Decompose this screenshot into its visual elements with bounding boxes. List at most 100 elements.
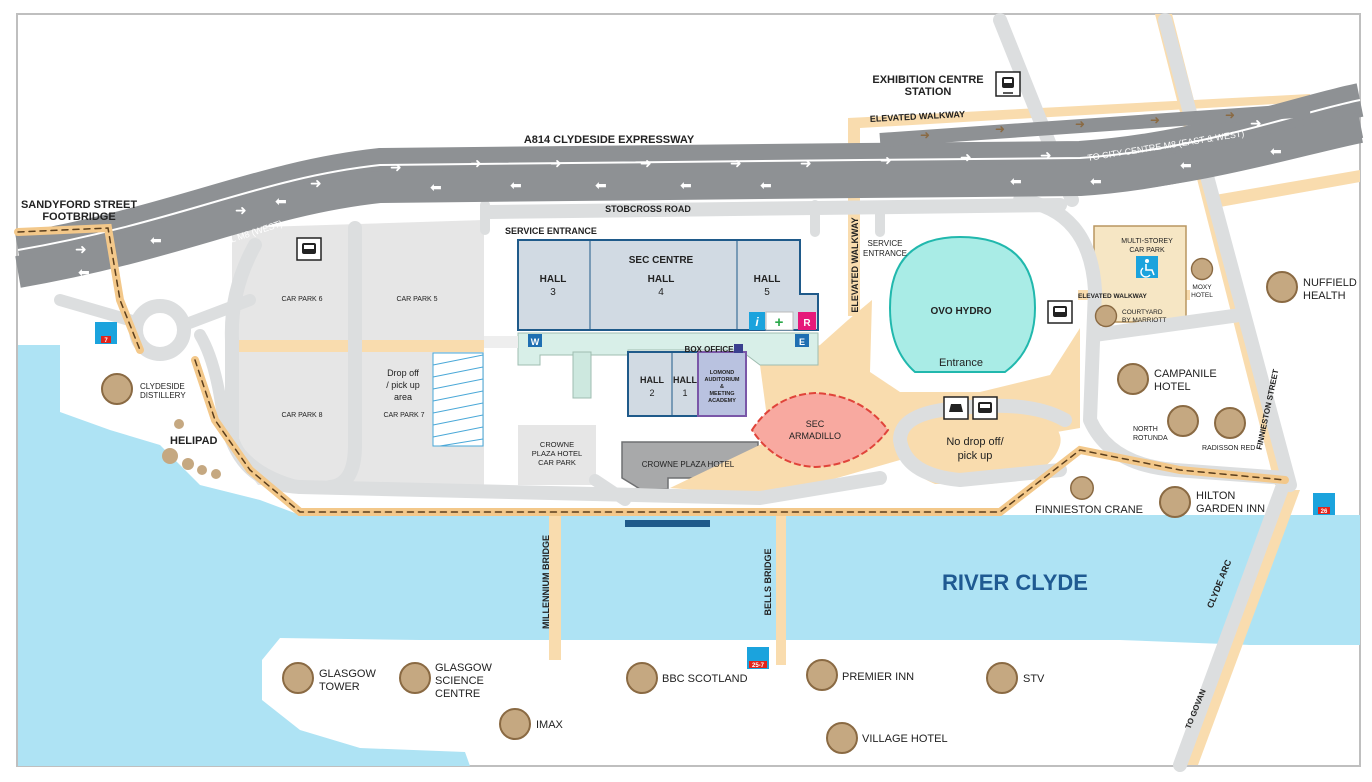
- drop-off-hatching: [432, 354, 484, 447]
- svg-text:MEETING: MEETING: [709, 391, 734, 397]
- sign-r: R: [803, 318, 811, 329]
- landmark-icon-village-hotel: [826, 722, 858, 754]
- svg-text:1: 1: [682, 388, 687, 398]
- landmark-icon-imax: [499, 708, 531, 740]
- box-office-label: BOX OFFICE: [685, 345, 735, 354]
- svg-text:➜: ➜: [1250, 116, 1262, 132]
- walkway-arrows: ➜➜➜➜➜: [920, 108, 1235, 142]
- svg-text:ROTUNDA: ROTUNDA: [1133, 435, 1168, 442]
- bike-hire-icon: [747, 647, 769, 669]
- svg-text:PLAZA HOTEL: PLAZA HOTEL: [532, 449, 582, 458]
- a814-clydeside-expressway: [15, 83, 1364, 288]
- landmark-icon-distillery: [101, 373, 133, 405]
- sandyford-label: SANDYFORD STREET: [21, 199, 137, 211]
- landmark-icon-nuffield: [1266, 271, 1298, 303]
- svg-text:➜: ➜: [1040, 148, 1052, 164]
- svg-text:STATION: STATION: [905, 86, 952, 98]
- bike-badge-bottom: 25-7: [752, 663, 765, 669]
- svg-text:➜: ➜: [1225, 108, 1235, 122]
- elevated-walkway-top-label: ELEVATED WALKWAY: [870, 109, 966, 124]
- bike-badge-26: 26: [1321, 509, 1328, 515]
- hall-3-label: HALL: [540, 274, 567, 285]
- svg-text:5: 5: [764, 287, 770, 298]
- hall-2-label: HALL: [640, 375, 664, 385]
- bus-icon: [972, 396, 998, 420]
- drop-off-label: Drop off: [387, 368, 419, 378]
- svg-text:⬅: ⬅: [1180, 158, 1192, 174]
- svg-text:⬅: ⬅: [510, 178, 522, 194]
- wheelchair-icon: [1136, 256, 1158, 278]
- elevated-walkway-small-label: ELEVATED WALKWAY: [1078, 293, 1148, 300]
- lomond-label: LOMOND: [710, 370, 734, 376]
- north-rotunda-label: NORTH: [1133, 426, 1158, 433]
- train-icon: [995, 71, 1021, 97]
- svg-text:➜: ➜: [960, 150, 972, 166]
- service-entrance-left-label: SERVICE ENTRANCE: [505, 226, 597, 236]
- pontoon: [625, 520, 710, 527]
- east-walkway-path: [1215, 170, 1360, 207]
- service-entrance-right-label: SERVICE: [868, 239, 903, 248]
- nuffield-label: NUFFIELD: [1303, 277, 1357, 289]
- landmarks: [101, 257, 1298, 754]
- imax-label: IMAX: [536, 719, 564, 731]
- east-entrance-sign: [795, 334, 809, 347]
- moxy-label: MOXY: [1192, 284, 1212, 291]
- landmark-icon-moxy: [1190, 257, 1214, 281]
- landmark-icon-campanile: [1117, 363, 1149, 395]
- svg-text:area: area: [394, 392, 412, 402]
- svg-text:➜: ➜: [235, 203, 247, 219]
- svg-text:&: &: [720, 384, 724, 390]
- svg-text:/ pick up: / pick up: [386, 380, 420, 390]
- svg-text:pick up: pick up: [958, 450, 993, 462]
- river-clyde-label: RIVER CLYDE: [942, 570, 1088, 595]
- svg-text:⬅: ⬅: [680, 178, 692, 194]
- a814-label: A814 CLYDESIDE EXPRESSWAY: [524, 134, 695, 146]
- helipad-label: HELIPAD: [170, 435, 218, 447]
- hall-4-label: HALL: [648, 274, 675, 285]
- svg-text:⬅: ⬅: [1090, 174, 1102, 190]
- glasgow-tower-label: GLASGOW: [319, 668, 376, 680]
- riverside-footpath: [14, 223, 1289, 516]
- sign-i: i: [755, 315, 759, 329]
- svg-text:HEALTH: HEALTH: [1303, 290, 1346, 302]
- car-park-5-label: CAR PARK 5: [396, 296, 437, 303]
- svg-text:➜: ➜: [1150, 113, 1160, 127]
- first-aid-icon: [765, 311, 794, 331]
- svg-text:➜: ➜: [1075, 117, 1085, 131]
- landmark-icon-stv: [986, 662, 1018, 694]
- svg-text:➜: ➜: [550, 156, 562, 172]
- exhibition-station-label: EXHIBITION CENTRE: [872, 74, 983, 86]
- svg-text:ENTRANCE: ENTRANCE: [863, 249, 907, 258]
- elevated-walkway-vertical-label: ELEVATED WALKWAY: [850, 217, 860, 312]
- landmark-icon-science-centre: [399, 662, 431, 694]
- sec-armadillo-label: SEC: [806, 419, 825, 429]
- svg-text:⬅: ⬅: [595, 178, 607, 194]
- ovo-hydro-building[interactable]: [888, 235, 1037, 373]
- campanile-label: CAMPANILE: [1154, 368, 1217, 380]
- lomond-auditorium[interactable]: [697, 351, 747, 417]
- landmark-icon-glasgow-tower: [282, 662, 314, 694]
- bike-hire-icon: [1313, 493, 1335, 515]
- landmark-icon-courtyard: [1094, 304, 1118, 328]
- multi-storey-label: MULTI-STOREY: [1121, 238, 1173, 245]
- sec-concourse: [517, 332, 819, 366]
- svg-text:FOOTBRIDGE: FOOTBRIDGE: [42, 211, 115, 223]
- sec-armadillo-building[interactable]: [750, 391, 890, 469]
- stv-label: STV: [1023, 673, 1045, 685]
- village-hotel-label: VILLAGE HOTEL: [862, 733, 948, 745]
- landmark-icon-crane: [1070, 476, 1094, 500]
- svg-text:CAR PARK: CAR PARK: [538, 458, 576, 467]
- no-drop-off-zone: [900, 408, 1061, 484]
- landmark-icon-hilton: [1159, 486, 1191, 518]
- svg-text:TOWER: TOWER: [319, 681, 360, 693]
- svg-text:⬅: ⬅: [275, 194, 287, 210]
- svg-text:ARMADILLO: ARMADILLO: [789, 431, 841, 441]
- radisson-label: RADISSON RED: [1202, 445, 1255, 452]
- hilton-label: HILTON: [1196, 490, 1235, 502]
- crowne-plaza-car-park-label: CROWNE: [540, 440, 574, 449]
- svg-text:HOTEL: HOTEL: [1191, 292, 1213, 299]
- west-entrance-sign: [528, 334, 542, 347]
- svg-text:➜: ➜: [920, 128, 930, 142]
- sec-centre-building[interactable]: [517, 239, 819, 331]
- svg-text:HOTEL: HOTEL: [1154, 381, 1191, 393]
